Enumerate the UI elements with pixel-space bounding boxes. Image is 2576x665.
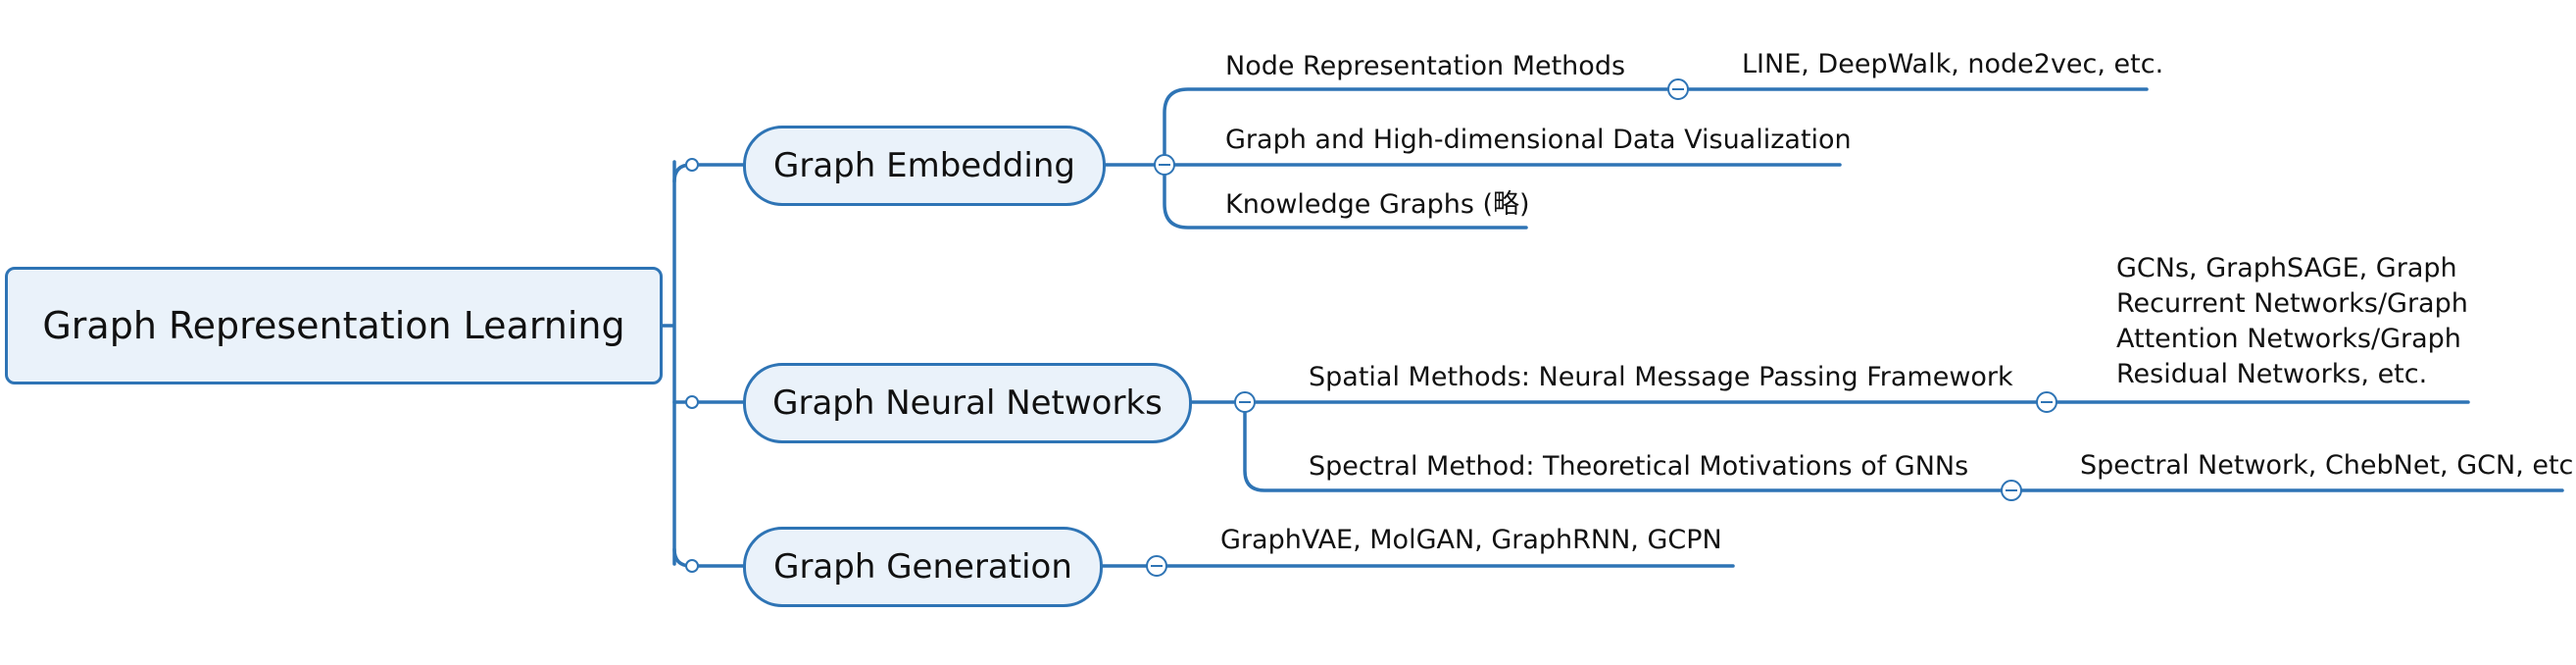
node-graph-generation[interactable]: Graph Generation [743,527,1103,607]
connector-ge-node-rep [1163,87,1680,167]
connector-gnn-spectral [1243,400,2013,492]
node-spectral-examples[interactable]: Spectral Network, ChebNet, GCN, etc. [2080,450,2576,481]
node-spectral-method[interactable]: Spectral Method: Theoretical Motivations… [1309,451,1969,482]
node-visualization[interactable]: Graph and High-dimensional Data Visualiz… [1225,125,1852,155]
minus-circle-icon [1154,154,1175,176]
minus-circle-icon [1667,78,1689,100]
root-label: Graph Representation Learning [42,304,625,347]
minus-circle-icon [2036,391,2057,413]
minus-circle-icon [2001,480,2022,501]
node-line-deepwalk-node2vec[interactable]: LINE, DeepWalk, node2vec, etc. [1742,49,2164,79]
node-spatial-methods[interactable]: Spatial Methods: Neural Message Passing … [1309,362,2013,392]
root-node[interactable]: Graph Representation Learning [5,267,663,384]
node-label: Graph Generation [773,547,1072,587]
junction-dot [685,158,699,172]
node-knowledge-graphs[interactable]: Knowledge Graphs (略) [1225,189,1530,220]
connector-root-to-graph-generation [672,547,745,568]
junction-dot [685,395,699,409]
minus-circle-icon [1234,391,1256,413]
node-graph-neural-networks[interactable]: Graph Neural Networks [743,363,1192,443]
connector-root-trunk [661,160,676,566]
connector-ge-knowledge [1163,163,1528,230]
minus-circle-icon [1146,555,1167,577]
node-label: Graph Neural Networks [772,384,1163,423]
junction-dot [685,559,699,573]
connector-root-to-graph-embedding [672,163,745,183]
node-generation-models[interactable]: GraphVAE, MolGAN, GraphRNN, GCPN [1220,525,1722,555]
node-graph-embedding[interactable]: Graph Embedding [743,126,1106,206]
node-spatial-examples[interactable]: GCNs, GraphSAGE, Graph Recurrent Network… [2116,253,2468,389]
node-label: Graph Embedding [773,146,1075,185]
node-node-representation-methods[interactable]: Node Representation Methods [1225,51,1626,81]
